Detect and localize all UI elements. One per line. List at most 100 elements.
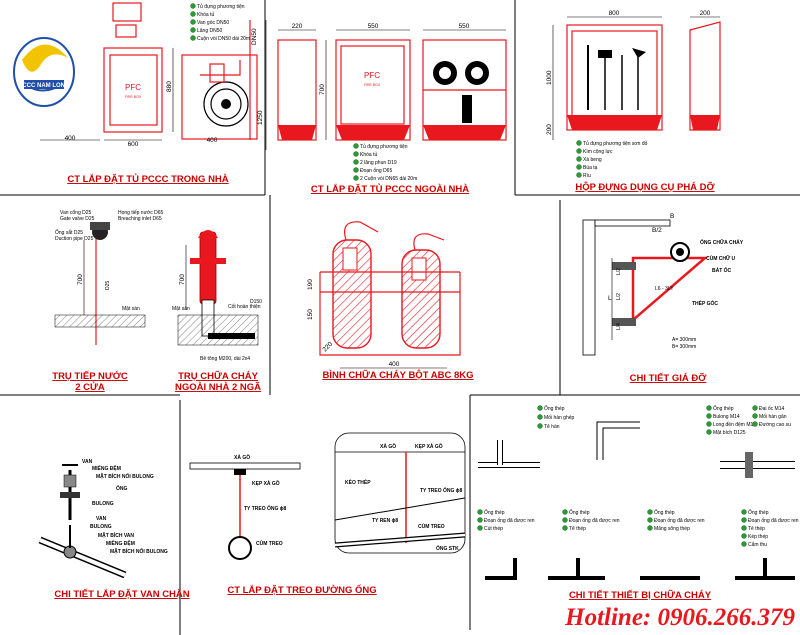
p6-dim-190: 190 xyxy=(307,279,314,290)
p6-dim-400: 400 xyxy=(389,361,400,368)
p8-top-3: MẶT BÍCH NỐI BULONG xyxy=(96,472,154,480)
p3-dim-800: 800 xyxy=(609,10,620,17)
p10-g-4: Kép thép xyxy=(748,534,768,540)
p10-f-1: Ống thép xyxy=(654,509,675,516)
p2-caption: CT LẮP ĐẶT TỦ PCCC NGOÀI NHÀ xyxy=(311,183,469,195)
p10-d-3: Cút thép xyxy=(484,526,503,532)
p4-label-6: Breaching inlet D65 xyxy=(118,216,162,222)
p1-legend-3: Van góc DN50 xyxy=(197,20,229,26)
panel-extinguisher: 400 150 190 220 BÌNH CHỮA CHÁY BỘT ABC 8… xyxy=(307,221,474,381)
panel-demolition-box: 800 200 1000 200 Tủ đựng phương tiện sơn… xyxy=(546,10,721,193)
panel-fire-equipment-details: Ống thép Mối hàn ghép Tê hàn Ống thép Bu… xyxy=(477,405,799,601)
p10-a-3: Tê hàn xyxy=(544,424,560,430)
p9-right-6: CÙM TREO xyxy=(418,523,445,530)
p1-box-label: PFC xyxy=(125,83,141,92)
p4-caption-2: 2 CỬA xyxy=(75,381,105,393)
p9-caption: CT LẮP ĐẶT TREO ĐƯỜNG ỐNG xyxy=(227,584,376,596)
p2-dim-700: 700 xyxy=(319,84,326,95)
p2-legend-1: Tủ đựng phương tiện xyxy=(360,143,408,150)
p4-label-3: Ống sắt D25 xyxy=(55,229,83,236)
p1-legend-1: Tủ đựng phương tiện xyxy=(197,3,245,10)
p6-dim-150: 150 xyxy=(307,309,314,320)
p2-legend-4: Đoạn ống D65 xyxy=(360,168,392,174)
p8-bot-4: MIẾNG ĐỆM xyxy=(106,539,135,547)
p8-bot-1: VAN xyxy=(96,516,107,522)
p7-label-3: BÁT ỐC xyxy=(712,267,732,274)
p7-label-4: THÉP GÓC xyxy=(692,299,718,307)
p10-e-1: Ống thép xyxy=(569,509,590,516)
p8-bot-3: MẶT BÍCH VAN xyxy=(98,531,134,539)
p10-a-2: Mối hàn ghép xyxy=(544,415,575,421)
p2-dim-550b: 550 xyxy=(459,23,470,30)
p3-legend-1: Tủ đựng phương tiện sơn đỏ xyxy=(583,140,648,147)
p9-right-3: KÈO THÉP xyxy=(345,478,371,486)
p1-box-sub: FIRE BOX xyxy=(125,95,142,99)
p7-label-2: CÙM CHỮ U xyxy=(706,255,736,262)
p5-caption-2: NGOÀI NHÀ 2 NGÃ xyxy=(175,382,261,393)
p10-d-1: Ống thép xyxy=(484,509,505,516)
p3-legend-5: Rìu xyxy=(583,173,591,179)
p3-dim-1000: 1000 xyxy=(546,70,553,85)
p1-legend-5: Cuộn vòi DN50 dài 20m xyxy=(197,36,250,42)
p7-dim-l4: L/4 xyxy=(616,323,622,330)
p5-dim-700: 700 xyxy=(179,274,186,285)
p7-label-5: L6 - 3LY xyxy=(655,286,674,292)
p9-left-2: KẸP XÀ GỒ xyxy=(252,480,280,487)
p7-dim-a: A= 300mm xyxy=(672,337,696,343)
p1-dim-dn50: DN50 xyxy=(251,28,258,45)
p10-c-4: Mặt bích D125 xyxy=(713,430,746,436)
p8-top-2: MIẾNG ĐỆM xyxy=(92,464,121,472)
p8-top-5: BULONG xyxy=(92,501,114,507)
p1-caption: CT LẮP ĐẶT TỦ PCCC TRONG NHÀ xyxy=(67,173,228,185)
p8-caption: CHI TIẾT LẮP ĐẶT VAN CHẶN xyxy=(54,589,189,600)
p2-dim-220: 220 xyxy=(292,23,303,30)
p8-bot-2: BULONG xyxy=(90,524,112,530)
p8-top-1: VAN xyxy=(82,459,93,465)
p5-label-2: Cốt hoàn thiện xyxy=(228,304,261,310)
p4-label-7: Mặt sàn xyxy=(122,306,140,312)
p4-label-4: Duction pipe D25 xyxy=(55,236,94,242)
p3-legend-2: Kìm cộng lực xyxy=(583,149,613,155)
p6-dim-220: 220 xyxy=(321,341,334,354)
p5-label-4: D150 xyxy=(250,299,262,305)
p10-caption: CHI TIẾT THIẾT BỊ CHỮA CHÁY xyxy=(569,590,712,601)
p4-label-5: Họng tiếp nước D65 xyxy=(118,210,163,216)
p10-c2-2: Mối hàn gân xyxy=(759,414,787,420)
p7-dim-l: L xyxy=(608,295,612,302)
panel-indoor-cabinet: PFC FIRE BOX 600 400 400 880 1250 DN50 T… xyxy=(40,2,267,185)
panel-support-bracket: B B/2 L/2 L/2 L/4 L A= 300mm B= 300mm ỐN… xyxy=(582,213,744,384)
p7-caption: CHI TIẾT GIÁ ĐỠ xyxy=(630,373,708,384)
p10-e-3: Tê thép xyxy=(569,526,586,532)
p10-a-1: Ống thép xyxy=(544,405,565,412)
p10-c-2: Bulong M14 xyxy=(713,414,740,420)
p10-d-2: Đoạn ống đã được ren xyxy=(484,518,535,524)
p10-c2-3: Đường cao su xyxy=(759,422,791,428)
panel-fire-hydrant: 700 Mặt sàn Cốt hoàn thiện Bê tông M200,… xyxy=(172,230,262,393)
p2-box-sub: FIRE BOX xyxy=(364,83,381,87)
p10-f-3: Măng sông thép xyxy=(654,526,690,532)
p4-caption-1: TRỤ TIẾP NƯỚC xyxy=(52,370,128,382)
p3-dim-200: 200 xyxy=(700,10,711,17)
company-logo: PCCC NAM LONG xyxy=(13,37,75,107)
p3-legend-4: Búa tạ xyxy=(583,165,598,171)
p2-box-label: PFC xyxy=(364,71,380,80)
p1-legend: Tủ đựng phương tiện Khóa tủ Van góc DN50… xyxy=(190,3,250,42)
p3-legend: Tủ đựng phương tiện sơn đỏ Kìm cộng lực … xyxy=(576,140,648,179)
p7-dim-b2: B/2 xyxy=(652,227,662,234)
panel-valve-installation: VAN MIẾNG ĐỆM MẶT BÍCH NỐI BULONG ỐNG BU… xyxy=(38,459,190,600)
p5-label-1: Mặt sàn xyxy=(172,306,190,312)
panel-water-inlet: 700 D25 Van cổng D25 Gate valve D25 Ống … xyxy=(52,209,163,393)
hotline-text: Hotline: 0906.266.379 xyxy=(565,604,795,631)
p9-right-4: TY TREO ỐNG ϕ8 xyxy=(420,487,462,494)
p9-right-7: ỐNG STK xyxy=(436,545,459,552)
panel-outdoor-cabinet: PFC FIRE BOX 220 550 550 700 Tủ đựng phư… xyxy=(277,23,507,195)
p7-label-1: ỐNG CHỮA CHÁY xyxy=(700,239,744,246)
p10-c2-1: Đai ốc M14 xyxy=(759,406,785,412)
p9-left-1: XÀ GỒ xyxy=(234,454,250,461)
p4-label-1: Van cổng D25 xyxy=(60,209,92,216)
p3-dim-200b: 200 xyxy=(546,124,553,135)
p3-legend-3: Xà beng xyxy=(583,157,602,163)
p8-top-4: ỐNG xyxy=(116,485,128,492)
p10-g-3: Tê thép xyxy=(748,526,765,532)
